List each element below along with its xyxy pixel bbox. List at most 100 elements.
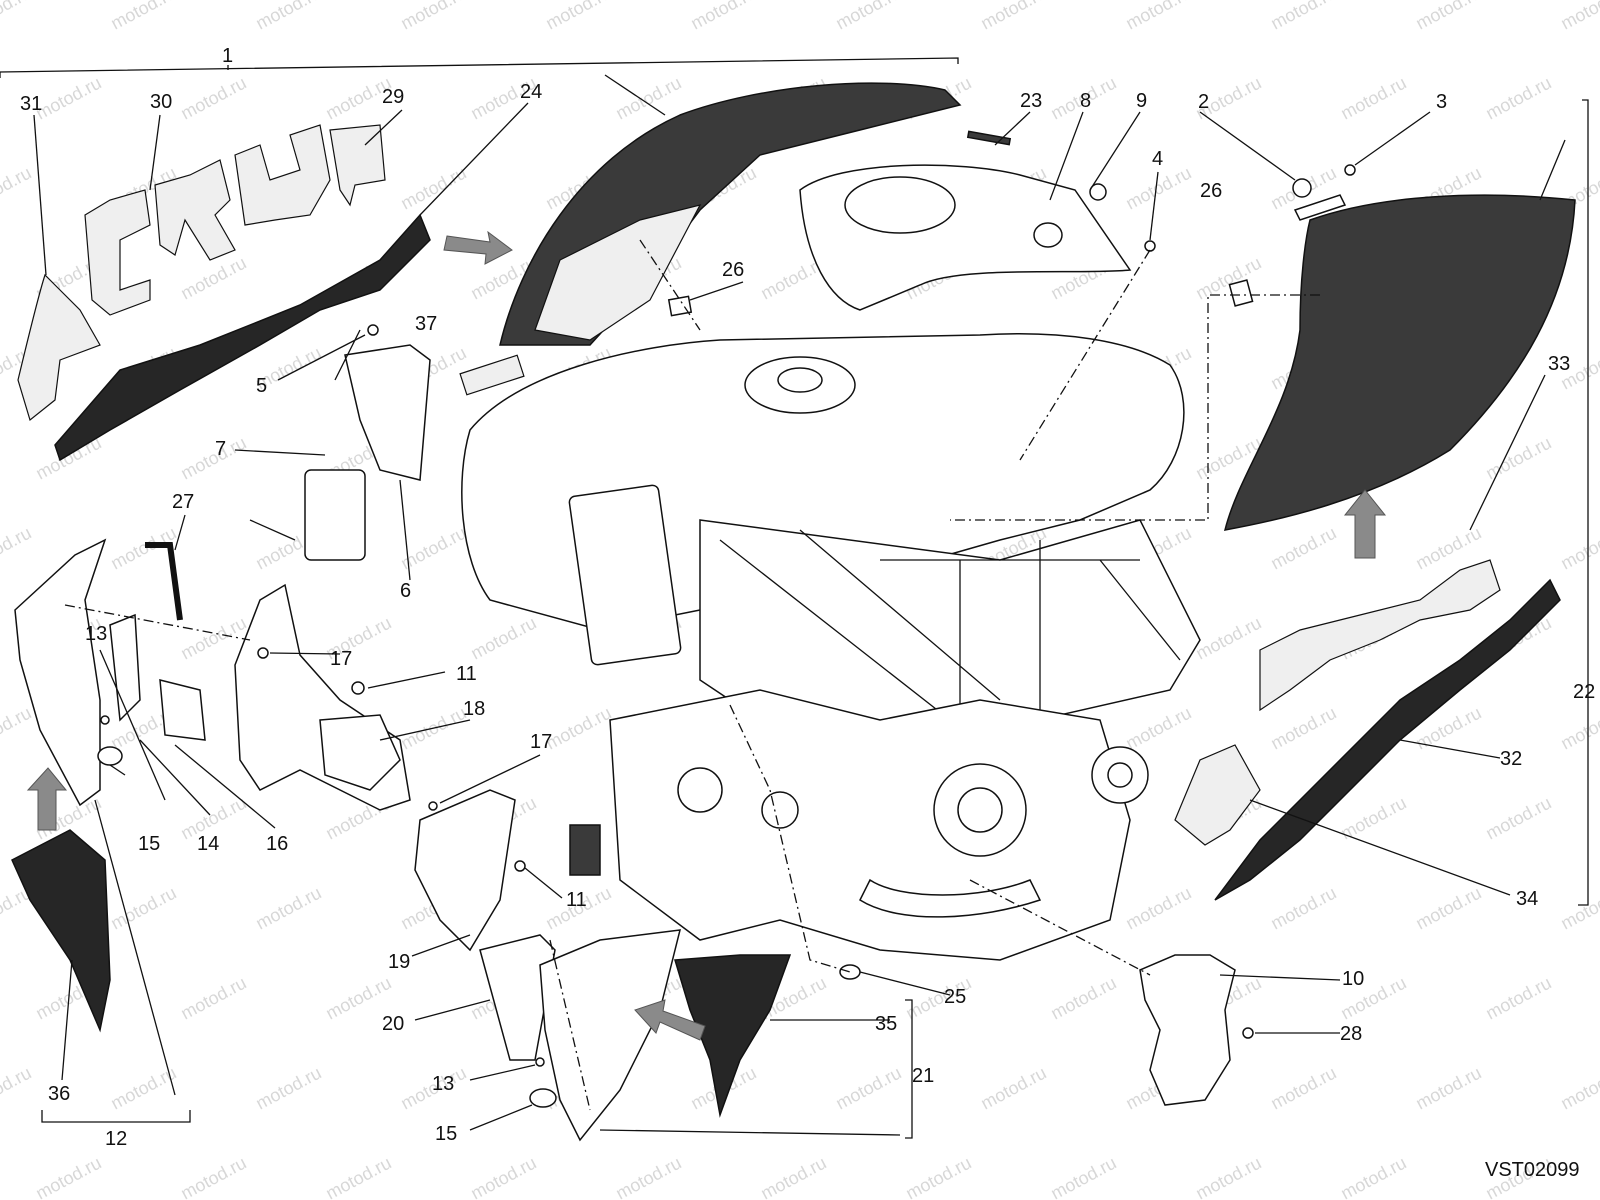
arrow-right-icon xyxy=(443,230,513,265)
watermark-text: motod.ru xyxy=(977,1063,1049,1114)
callout-number: 16 xyxy=(266,833,288,855)
watermark-text: motod.ru xyxy=(0,163,35,214)
watermark-text: motod.ru xyxy=(757,1153,829,1200)
watermark-text: motod.ru xyxy=(177,1153,249,1200)
watermark-text: motod.ru xyxy=(467,1153,539,1200)
callout-number: 34 xyxy=(1516,888,1538,910)
callout-number: 14 xyxy=(197,833,219,855)
bracket-22 xyxy=(1578,99,1589,906)
watermark-text: motod.ru xyxy=(542,703,614,754)
callout-number: 9 xyxy=(1136,90,1147,112)
watermark-text: motod.ru xyxy=(252,0,324,34)
warning-label xyxy=(459,354,525,396)
callout-number: 2 xyxy=(1198,91,1209,113)
watermark-text: motod.ru xyxy=(612,73,684,124)
callout-number: 15 xyxy=(138,833,160,855)
callout-number: 5 xyxy=(256,375,267,397)
watermark-text: motod.ru xyxy=(1267,523,1339,574)
right-decal xyxy=(1259,559,1501,712)
fuel-pump-assembly xyxy=(249,329,431,561)
callout-number: 36 xyxy=(48,1083,70,1105)
watermark-text: motod.ru xyxy=(687,0,759,34)
right-carbon-strip xyxy=(1214,578,1561,901)
watermark-text: motod.ru xyxy=(1412,0,1484,34)
cover-bracket xyxy=(1139,954,1236,1106)
leader-lines xyxy=(33,74,1566,1136)
watermark-text: motod.ru xyxy=(0,1063,35,1114)
callout-number: 24 xyxy=(520,81,542,103)
callout-number: 22 xyxy=(1573,681,1595,703)
watermark-text: motod.ru xyxy=(1412,883,1484,934)
watermark-text: motod.ru xyxy=(832,1063,904,1114)
callout-number: 32 xyxy=(1500,748,1522,770)
watermark-text: motod.ru xyxy=(467,613,539,664)
callout-number: 21 xyxy=(912,1065,934,1087)
airbox xyxy=(568,484,682,666)
watermark-text: motod.ru xyxy=(397,163,469,214)
callout-number: 15 xyxy=(435,1123,457,1145)
watermark-text: motod.ru xyxy=(1122,883,1194,934)
frame-trellis xyxy=(699,519,1201,741)
watermark-text: motod.ru xyxy=(1482,73,1554,124)
callout-number: 17 xyxy=(530,731,552,753)
callout-number: 26 xyxy=(1200,180,1222,202)
watermark-text: motod.ru xyxy=(1122,163,1194,214)
callout-number: 13 xyxy=(432,1073,454,1095)
watermark-text: motod.ru xyxy=(1192,613,1264,664)
callout-number: 29 xyxy=(382,86,404,108)
watermark-text: motod.ru xyxy=(902,1153,974,1200)
callout-number: 18 xyxy=(463,698,485,720)
watermark-text: motod.ru xyxy=(322,1153,394,1200)
alignment-lines xyxy=(64,239,1320,1111)
callout-number: 25 xyxy=(944,986,966,1008)
watermark-text: motod.ru xyxy=(1412,1063,1484,1114)
arrow-up-icon xyxy=(26,767,68,831)
watermark-text: motod.ru xyxy=(1267,883,1339,934)
callout-number: 10 xyxy=(1342,968,1364,990)
watermark-text: motod.ru xyxy=(832,0,904,34)
callout-number: 28 xyxy=(1340,1023,1362,1045)
watermark-text: motod.ru xyxy=(252,1063,324,1114)
watermark-text: motod.ru xyxy=(32,73,104,124)
assembly-arrows xyxy=(26,230,1387,1041)
callout-number: 13 xyxy=(85,623,107,645)
watermark-text: motod.ru xyxy=(1267,703,1339,754)
watermark-text: motod.ru xyxy=(107,0,179,34)
callout-number: 26 xyxy=(722,259,744,281)
group-brackets xyxy=(0,57,1589,1139)
drawing-code: VST02099 xyxy=(1485,1159,1580,1181)
left-decal-set xyxy=(17,124,386,422)
watermark-text: motod.ru xyxy=(0,0,35,34)
watermark-text: motod.ru xyxy=(542,0,614,34)
watermark-text: motod.ru xyxy=(0,523,35,574)
callout-number: 37 xyxy=(415,313,437,335)
watermark-text: motod.ru xyxy=(1267,0,1339,34)
watermark-text: motod.ru xyxy=(1047,973,1119,1024)
vent-tube xyxy=(145,542,183,621)
watermark-text: motod.ru xyxy=(1482,433,1554,484)
callout-number: 33 xyxy=(1548,353,1570,375)
engine-block xyxy=(609,689,1131,961)
watermark-text: motod.ru xyxy=(1557,883,1600,934)
watermark-text: motod.ru xyxy=(1557,0,1600,34)
callout-number: 11 xyxy=(566,889,587,911)
watermark-text: motod.ru xyxy=(177,253,249,304)
watermark-text: motod.ru xyxy=(32,1153,104,1200)
watermark-text: motod.ru xyxy=(1482,973,1554,1024)
bracket-21 xyxy=(905,999,913,1139)
watermark-text: motod.ru xyxy=(1557,1063,1600,1114)
watermark-text: motod.ru xyxy=(177,433,249,484)
right-side-panel xyxy=(1223,194,1576,531)
watermark-text: motod.ru xyxy=(107,883,179,934)
watermark-text: motod.ru xyxy=(0,703,35,754)
callout-number: 31 xyxy=(20,93,42,115)
callout-number: 11 xyxy=(456,663,477,685)
left-fairing xyxy=(14,538,107,807)
callout-number: 17 xyxy=(330,648,352,670)
left-carbon-strip xyxy=(54,213,431,462)
watermark-text: motod.ru xyxy=(1337,73,1409,124)
watermark-text: motod.ru xyxy=(1337,1153,1409,1200)
arrow-up-icon xyxy=(1343,489,1387,559)
callout-number: 19 xyxy=(388,951,410,973)
